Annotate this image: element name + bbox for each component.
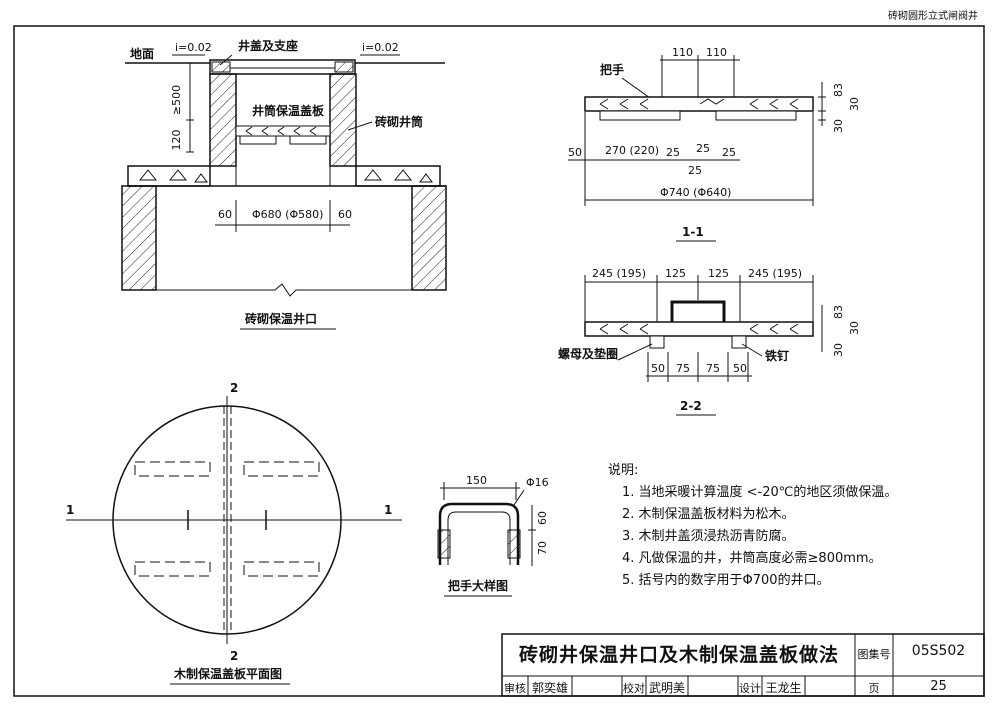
d16: Φ16 — [526, 476, 549, 489]
note-2: 2. 木制保温盖板材料为松木。 — [622, 507, 795, 522]
d110-a: 110 — [672, 46, 693, 59]
d75-a: 75 — [676, 362, 690, 375]
plan-view: 2 2 1 1 木制保温盖板平面图 — [66, 381, 402, 685]
dim-60-left: 60 — [218, 208, 232, 221]
d50: 50 — [568, 146, 582, 159]
section-insulated-opening: 地面 i=0.02 i=0.02 井盖及支座 砖砌井筒 井筒保温盖板 ≥500 … — [121, 38, 447, 330]
cover-label: 井盖及支座 — [238, 38, 298, 53]
d25-b: 25 — [696, 142, 710, 155]
d83: 83 — [832, 83, 845, 97]
plan-title: 木制保温盖板平面图 — [173, 666, 282, 681]
section-2-2-title: 2-2 — [680, 399, 702, 413]
d125-b: 125 — [708, 267, 729, 280]
marker-2-top: 2 — [230, 381, 238, 395]
section-top-title: 砖砌保温井口 — [245, 311, 317, 326]
section-1-1-title: 1-1 — [682, 225, 704, 239]
d25-c: 25 — [722, 146, 736, 159]
handle-label: 把手 — [600, 62, 624, 77]
dim-120: 120 — [170, 130, 183, 151]
marker-1-left: 1 — [66, 503, 74, 517]
sheet-border — [13, 25, 985, 697]
atlas-label: 图集号 — [857, 648, 891, 661]
page-label: 页 — [868, 682, 880, 695]
notes-block: 说明: 1. 当地采暖计算温度 <-20℃的地区须做保温。 2. 木制保温盖板材… — [608, 460, 908, 592]
d50-2b: 50 — [733, 362, 747, 375]
d125-a: 125 — [665, 267, 686, 280]
ground-label: 地面 — [130, 46, 154, 61]
dim-500: ≥500 — [170, 85, 183, 115]
review-label: 审核 — [504, 682, 526, 695]
d60: 60 — [536, 511, 549, 525]
d75-b: 75 — [706, 362, 720, 375]
design-label: 设计 — [739, 682, 761, 695]
notes-heading: 说明: — [608, 463, 639, 478]
section-2-2: 245 (195) 125 125 245 (195) 83 30 30 螺母及… — [558, 267, 861, 416]
insul-cover-label: 井筒保温盖板 — [252, 103, 325, 118]
d50-2a: 50 — [651, 362, 665, 375]
d30-2b: 30 — [832, 343, 845, 357]
check-name: 武明美 — [648, 681, 685, 695]
nail-label: 铁钉 — [765, 348, 789, 363]
handle-detail-title: 把手大样图 — [448, 578, 508, 593]
note-3: 3. 木制井盖须浸热沥青防腐。 — [622, 529, 795, 544]
sheet-title: 砖砌井保温井口及木制保温盖板做法 — [518, 644, 839, 666]
note-5: 5. 括号内的数字用于Φ700的井口。 — [622, 573, 830, 588]
d83-2: 83 — [832, 305, 845, 319]
d30-2a: 30 — [848, 321, 861, 335]
dim-680: Φ680 (Φ580) — [252, 208, 323, 221]
d245-a: 245 (195) — [592, 267, 646, 280]
d25-a: 25 — [666, 146, 680, 159]
page-number: 25 — [930, 679, 947, 694]
d150: 150 — [466, 474, 487, 487]
note-1: 1. 当地采暖计算温度 <-20℃的地区须做保温。 — [622, 485, 898, 500]
d245-b: 245 (195) — [748, 267, 802, 280]
shaft-label: 砖砌井筒 — [375, 114, 423, 129]
marker-2-bottom: 2 — [230, 649, 238, 663]
check-label: 校对 — [623, 682, 645, 695]
note-4: 4. 凡做保温的井，井筒高度必需≥800mm。 — [622, 551, 882, 566]
marker-1-right: 1 — [384, 503, 392, 517]
d30-b: 30 — [832, 119, 845, 133]
d270: 270 (220) — [605, 144, 659, 157]
d110-b: 110 — [706, 46, 727, 59]
corner-title: 砖砌圆形立式闸阀井 — [888, 9, 978, 22]
review-name: 郭奕雄 — [531, 681, 568, 695]
design-name: 王龙生 — [765, 681, 802, 695]
atlas-number: 05S502 — [911, 643, 966, 659]
slope-left-label: i=0.02 — [175, 41, 212, 54]
handle-detail: 150 Φ16 60 70 把手大样图 — [437, 474, 549, 597]
d25-d: 25 — [688, 164, 702, 177]
nut-label: 螺母及垫圈 — [558, 346, 618, 361]
section-1-1: 把手 110 110 83 30 30 50 270 (220) 25 25 2… — [568, 46, 861, 242]
d70: 70 — [536, 541, 549, 555]
dim-60-right: 60 — [338, 208, 352, 221]
d30-a: 30 — [848, 97, 861, 111]
title-block-frame — [501, 633, 985, 697]
d740: Φ740 (Φ640) — [660, 186, 731, 199]
slope-right-label: i=0.02 — [362, 41, 399, 54]
